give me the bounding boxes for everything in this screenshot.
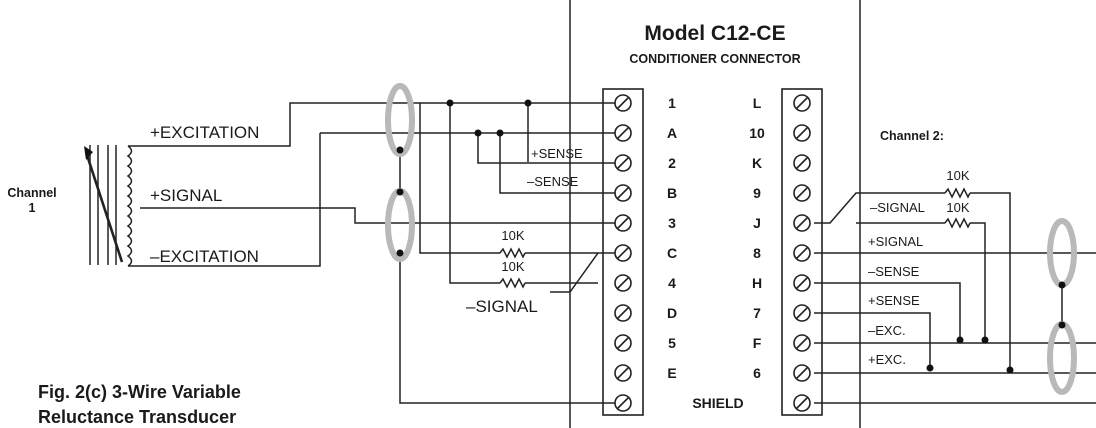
terminal-label: 2 xyxy=(668,155,676,171)
resistor-icon xyxy=(499,247,526,259)
ch2-plus-exc-label: +EXC. xyxy=(868,352,906,367)
cable-shield-icon xyxy=(385,83,415,157)
terminal-label: E xyxy=(667,365,676,381)
ch2-plus-signal-label: +SIGNAL xyxy=(868,234,923,249)
connector-title: Model C12-CE xyxy=(644,22,785,45)
terminal-label: F xyxy=(753,335,762,351)
cable-shield-icon xyxy=(1047,321,1077,395)
cable-shield-icon xyxy=(385,188,415,262)
minus-signal-label: –SIGNAL xyxy=(466,297,538,316)
terminal-label: B xyxy=(667,185,677,201)
ch2-minus-sense-label: –SENSE xyxy=(868,264,920,279)
terminal-label: 10 xyxy=(749,125,765,141)
channel1-number: 1 xyxy=(29,201,36,215)
figure-caption-line2: Reluctance Transducer xyxy=(38,407,236,427)
figure-caption-line1: Fig. 2(c) 3-Wire Variable xyxy=(38,382,241,402)
minus-excitation-label: –EXCITATION xyxy=(150,247,259,266)
channel2-wiring xyxy=(814,192,1096,404)
minus-sense-label: –SENSE xyxy=(527,174,579,189)
resistor-value: 10K xyxy=(501,228,524,243)
ch2-minus-signal-label: –SIGNAL xyxy=(870,200,925,215)
terminal-label: 1 xyxy=(668,95,676,111)
terminal-label: K xyxy=(752,155,762,171)
channel1-label: Channel xyxy=(7,186,56,200)
channel2-label: Channel 2: xyxy=(880,129,944,143)
junction-dot-icon xyxy=(396,99,532,257)
shield-label: SHIELD xyxy=(692,395,743,411)
ch2-plus-sense-label: +SENSE xyxy=(868,293,920,308)
terminal-label: J xyxy=(753,215,761,231)
resistor-value: 10K xyxy=(946,168,969,183)
terminal-label: 4 xyxy=(668,275,676,291)
transducer-core xyxy=(84,145,124,265)
terminal-label: 9 xyxy=(753,185,761,201)
terminal-label: A xyxy=(667,125,677,141)
left-terminal-labels: 1 A 2 B 3 C 4 D 5 E xyxy=(667,95,677,381)
right-terminal-labels: L 10 K 9 J 8 H 7 F 6 xyxy=(749,95,765,381)
terminal-label: L xyxy=(753,95,762,111)
connector-subtitle: CONDITIONER CONNECTOR xyxy=(629,52,800,66)
terminal-label: 3 xyxy=(668,215,676,231)
junction-dot-icon xyxy=(926,281,1066,374)
terminal-label: H xyxy=(752,275,762,291)
terminal-label: D xyxy=(667,305,677,321)
plus-excitation-label: +EXCITATION xyxy=(150,123,259,142)
terminal-label: C xyxy=(667,245,677,261)
terminal-label: 5 xyxy=(668,335,676,351)
ch2-minus-exc-label: –EXC. xyxy=(868,323,906,338)
resistor-icon xyxy=(944,217,971,229)
plus-sense-label: +SENSE xyxy=(531,146,583,161)
resistor-icon xyxy=(499,277,526,289)
terminal-label: 8 xyxy=(753,245,761,261)
resistor-value: 10K xyxy=(946,200,969,215)
terminal-label: 7 xyxy=(753,305,761,321)
coil-icon xyxy=(126,145,133,267)
plus-signal-label: +SIGNAL xyxy=(150,186,222,205)
resistor-value: 10K xyxy=(501,259,524,274)
terminal-label: 6 xyxy=(753,365,761,381)
resistor-icon xyxy=(944,187,971,199)
